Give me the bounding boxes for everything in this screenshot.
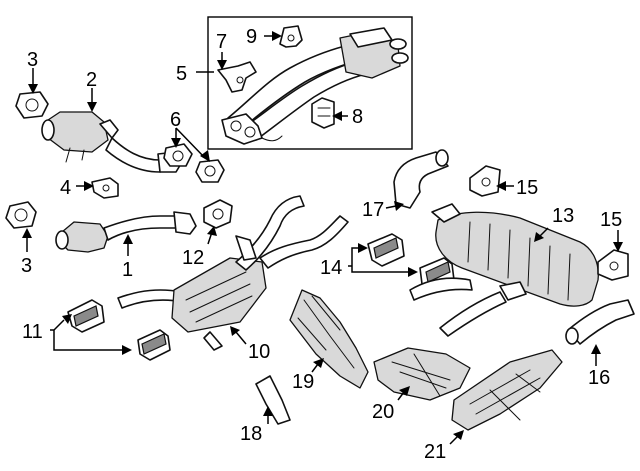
part-15-hanger-lower[interactable] xyxy=(597,249,629,281)
callout-2: 2 xyxy=(86,69,97,91)
part-8-rubber-mount[interactable] xyxy=(311,97,335,129)
callout-11: 11 xyxy=(22,321,43,343)
callout-1: 1 xyxy=(122,259,133,281)
callout-12: 12 xyxy=(182,247,204,269)
callout-18: 18 xyxy=(240,423,262,445)
inset-box xyxy=(207,16,413,150)
callout-13: 13 xyxy=(552,205,574,227)
callout-4: 4 xyxy=(60,177,71,199)
part-13-rear-muffler[interactable] xyxy=(409,203,599,337)
part-6-gaskets[interactable] xyxy=(163,143,225,183)
callout-3-bottom: 3 xyxy=(21,255,32,277)
callout-19: 19 xyxy=(292,371,314,393)
part-11-clamp-lower[interactable] xyxy=(137,329,171,361)
part-3-gasket-top[interactable] xyxy=(15,91,49,119)
callout-3-top: 3 xyxy=(27,49,38,71)
callout-15-upper: 15 xyxy=(516,177,538,199)
callout-20: 20 xyxy=(372,401,394,423)
part-19-heat-shield[interactable] xyxy=(289,289,369,389)
callout-16: 16 xyxy=(588,367,610,389)
callout-6: 6 xyxy=(170,109,181,131)
part-15-hanger-upper[interactable] xyxy=(469,165,501,197)
part-3-gasket-bottom[interactable] xyxy=(5,201,37,229)
part-21-heat-shield[interactable] xyxy=(451,349,563,431)
part-10-intermediate-pipe[interactable] xyxy=(117,195,349,351)
part-7-bracket[interactable] xyxy=(217,61,257,93)
part-1-front-pipe[interactable] xyxy=(55,211,197,253)
callout-15-lower: 15 xyxy=(600,209,622,231)
part-5-front-pipe-with-converters[interactable] xyxy=(221,27,409,145)
callout-5: 5 xyxy=(176,63,187,85)
callout-17: 17 xyxy=(362,199,384,221)
part-12-hanger[interactable] xyxy=(203,199,233,229)
callout-14: 14 xyxy=(320,257,342,279)
callout-10: 10 xyxy=(248,341,270,363)
callout-7: 7 xyxy=(216,31,227,53)
part-2-catalytic-converter[interactable] xyxy=(41,111,183,173)
part-16-tailpipe-tip[interactable] xyxy=(565,299,635,345)
leader-lines xyxy=(22,31,623,445)
part-9-hanger[interactable] xyxy=(279,25,303,48)
part-18-heat-shield-small[interactable] xyxy=(255,375,291,425)
callout-8: 8 xyxy=(352,106,363,128)
part-11-clamp-upper[interactable] xyxy=(67,299,105,333)
part-4-bracket[interactable] xyxy=(91,177,119,199)
part-20-heat-shield[interactable] xyxy=(373,347,471,401)
part-17-tailpipe-tip[interactable] xyxy=(393,149,449,209)
callout-9: 9 xyxy=(246,26,257,48)
part-14-clamp-upper[interactable] xyxy=(367,233,405,267)
callout-21: 21 xyxy=(424,441,446,463)
